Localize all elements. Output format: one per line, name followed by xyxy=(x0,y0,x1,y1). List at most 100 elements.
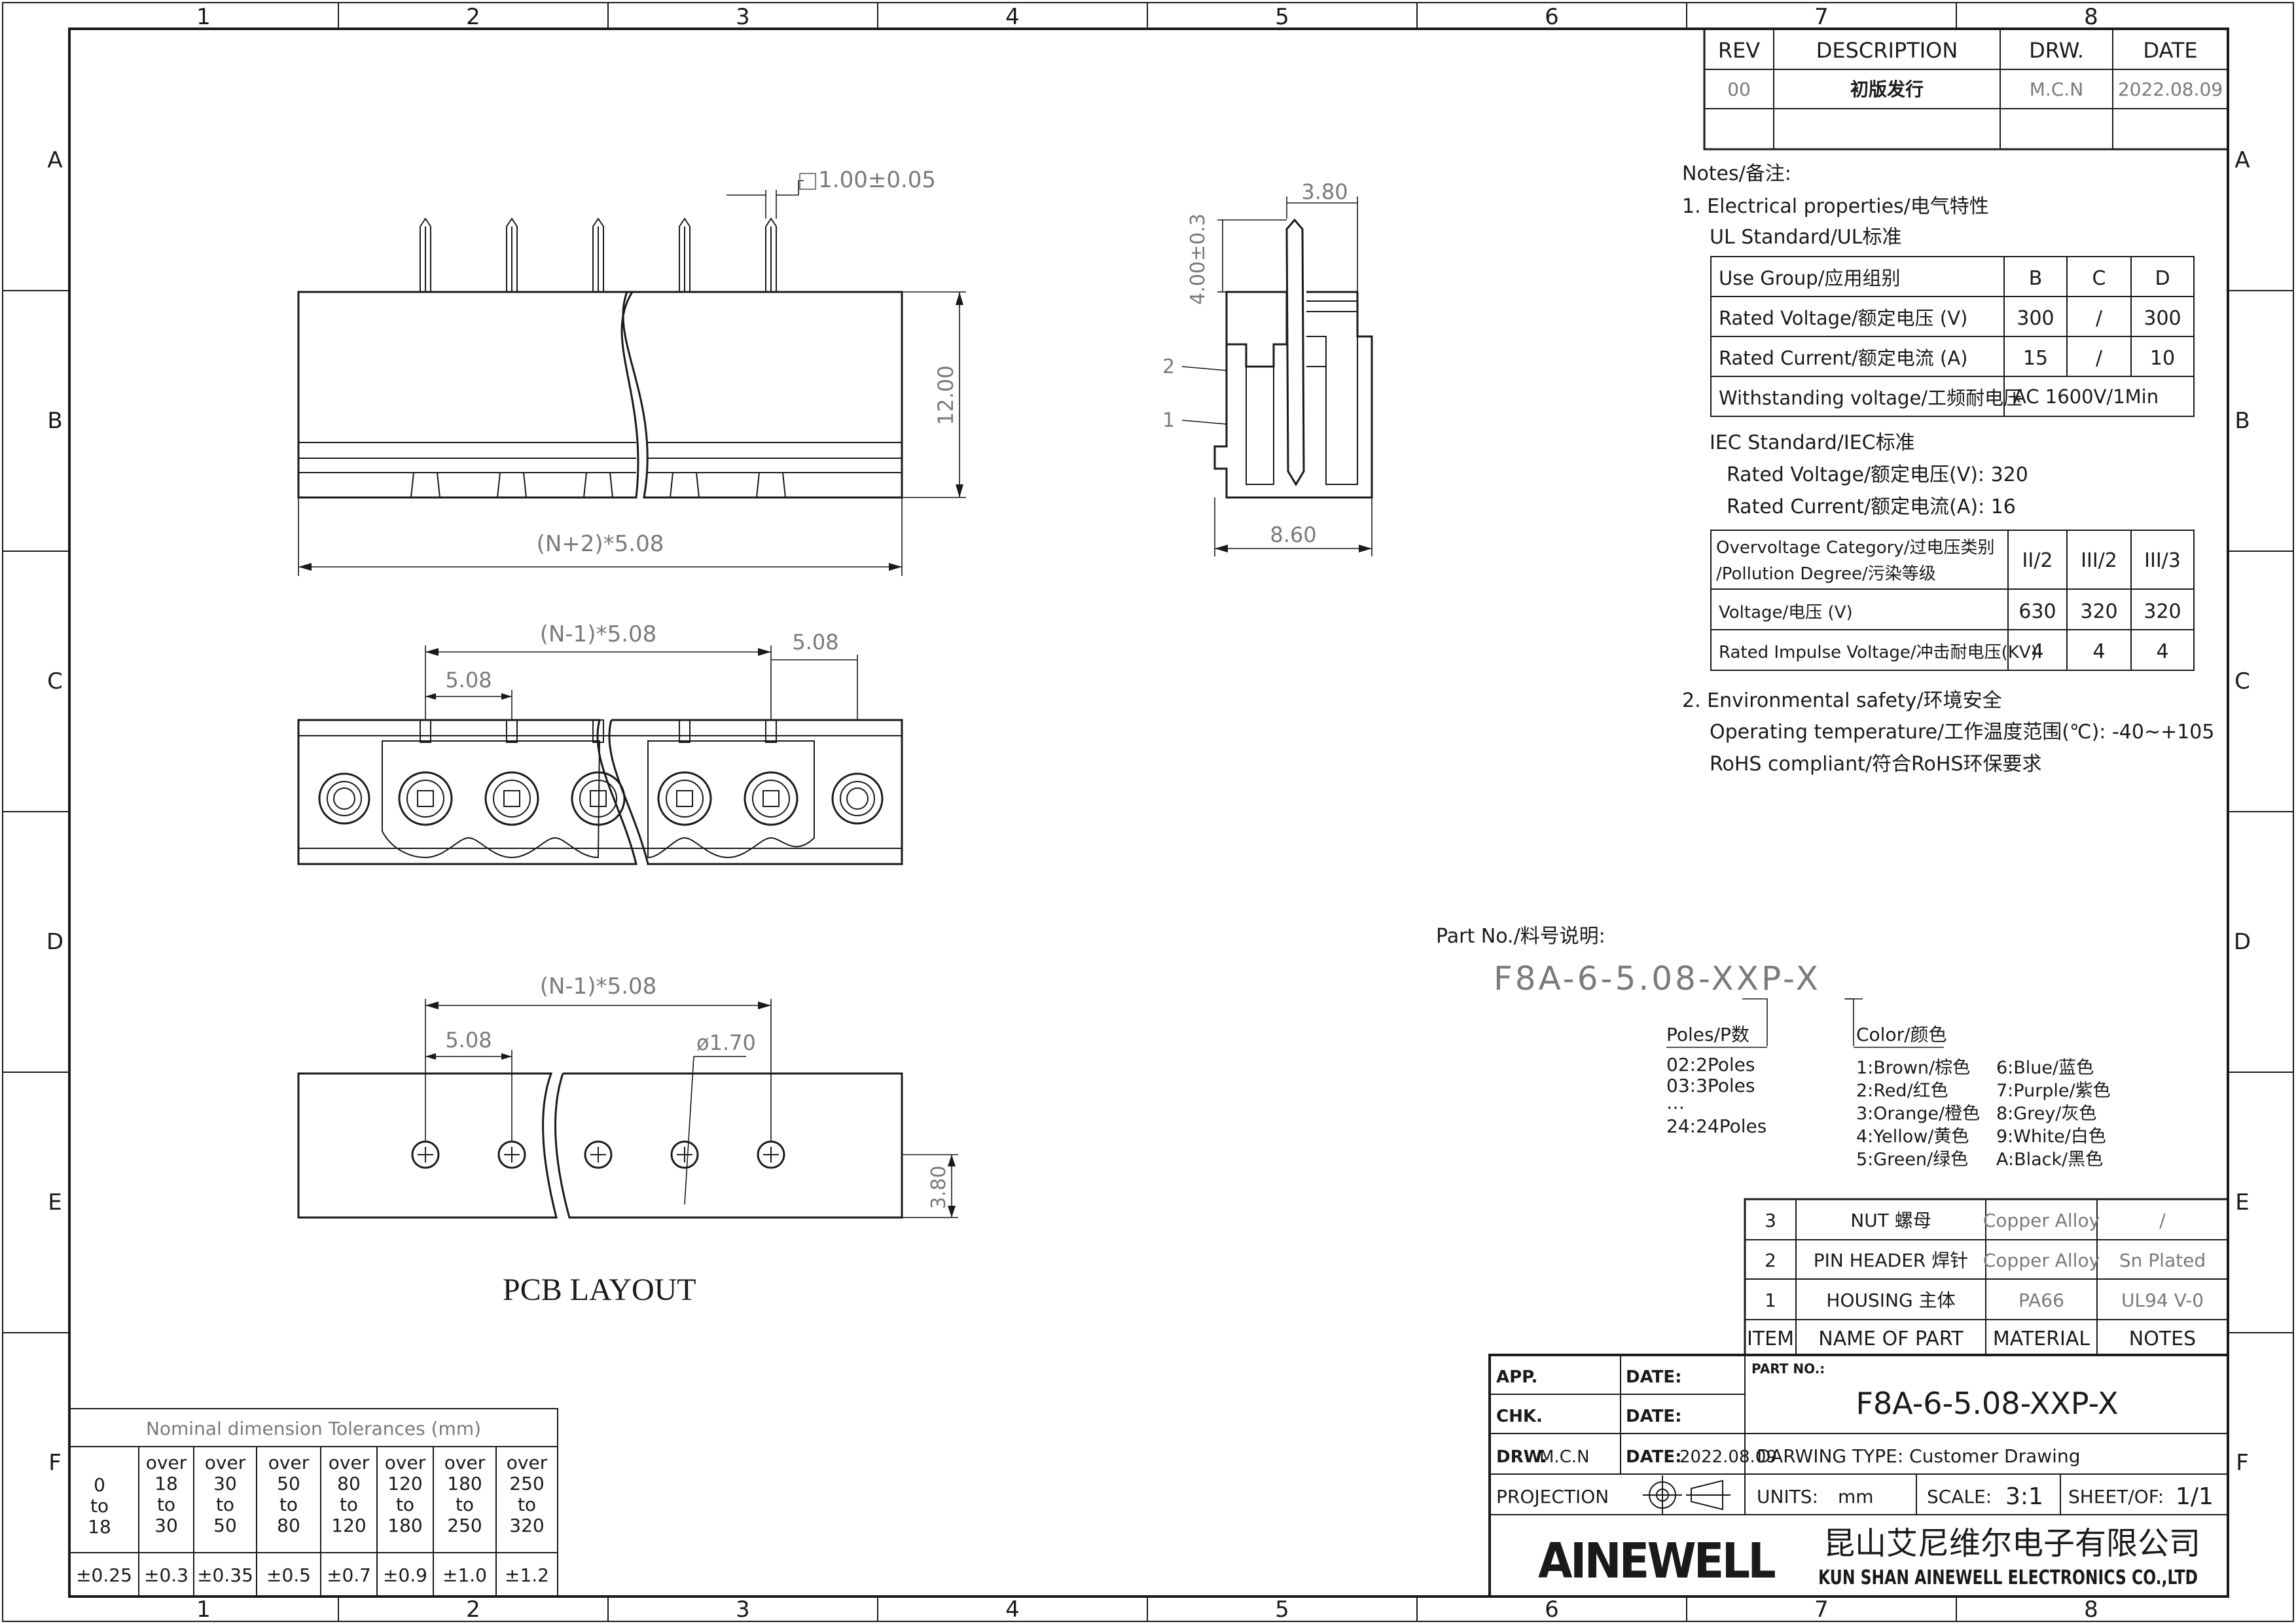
iec-cell: 4 xyxy=(2156,640,2168,663)
col-label: 5 xyxy=(1275,1597,1289,1623)
top-view: (N-1)*5.08 5.08 5.08 xyxy=(297,621,903,865)
tol-value: ±0.9 xyxy=(383,1564,427,1586)
mount-hole-left xyxy=(318,772,370,825)
rev-cell: M.C.N xyxy=(2030,79,2083,100)
col-label: 6 xyxy=(1545,4,1559,30)
ul-cell: 300 xyxy=(2144,307,2181,330)
bom-material: Copper Alloy xyxy=(1983,1210,2100,1231)
dim-side-pin: 4.00±0.3 xyxy=(1187,213,1210,305)
tolerance-table: Nominal dimension Tolerances (mm) 0 to 1… xyxy=(69,1408,558,1597)
tb-part-no-label: PART NO.: xyxy=(1751,1361,1825,1377)
tol-range: 30 xyxy=(213,1473,237,1494)
tol-range: 0 xyxy=(94,1474,105,1496)
dim-side-width: 3.80 xyxy=(1301,179,1348,204)
bom-header: ITEM xyxy=(1747,1327,1794,1350)
tol-range: to xyxy=(279,1494,298,1515)
ul-cell: 15 xyxy=(2023,347,2048,370)
col-label: 8 xyxy=(2084,4,2098,30)
notes-iec-current: Rated Current/额定电流(A): 16 xyxy=(1727,496,2016,518)
notes-env: 2. Environmental safety/环境安全 xyxy=(1682,689,2002,712)
rev-header: DRW. xyxy=(2029,38,2084,63)
logo-text: AINEWELL xyxy=(1538,1533,1776,1589)
tol-value: ±0.35 xyxy=(197,1564,253,1586)
notes-title: Notes/备注: xyxy=(1682,162,1791,185)
tb-app-date: DATE: xyxy=(1626,1367,1682,1387)
tb-sheet-label: SHEET/OF: xyxy=(2068,1486,2164,1507)
color-item: A:Black/黑色 xyxy=(1996,1149,2103,1170)
tol-range: to xyxy=(518,1494,536,1515)
ul-cell: 10 xyxy=(2150,347,2175,370)
row-label: D xyxy=(46,929,63,955)
tol-range: to xyxy=(340,1494,358,1515)
pcb-layout-title: PCB LAYOUT xyxy=(503,1272,696,1307)
notes-section: Notes/备注: 1. Electrical properties/电气特性 … xyxy=(1682,162,2214,776)
tb-sheet: 1/1 xyxy=(2176,1483,2214,1510)
ul-table: Use Group/应用组别 Rated Voltage/额定电压 (V) Ra… xyxy=(1710,256,2195,417)
dim-pcb-span: (N-1)*5.08 xyxy=(540,973,657,1000)
tol-range: over xyxy=(385,1452,426,1473)
rev-cell: 2022.08.09 xyxy=(2118,79,2223,100)
col-label: 1 xyxy=(196,1597,211,1623)
bom-item: 1 xyxy=(1765,1290,1776,1311)
tol-range: 180 xyxy=(387,1515,422,1536)
ul-cell: AC 1600V/1Min xyxy=(2013,386,2159,408)
iec-table: Overvoltage Category/过电压类别 /Pollution De… xyxy=(1710,530,2195,671)
col-label: 2 xyxy=(466,1597,480,1623)
col-label: 8 xyxy=(2084,1597,2098,1623)
bom-notes: UL94 V-0 xyxy=(2121,1290,2204,1311)
tol-range: 18 xyxy=(154,1473,178,1494)
tol-range: 120 xyxy=(331,1515,366,1536)
tol-range: 30 xyxy=(154,1515,178,1536)
color-item: 2:Red/红色 xyxy=(1856,1081,1948,1101)
dim-pin-square: □1.00±0.05 xyxy=(797,167,936,193)
tol-range: over xyxy=(146,1452,187,1473)
rev-header: DATE xyxy=(2143,38,2197,63)
iec-cell: III/2 xyxy=(2081,549,2117,572)
color-item: 8:Grey/灰色 xyxy=(1996,1104,2096,1124)
bom-header: MATERIAL xyxy=(1993,1327,2090,1350)
tb-drw-date-label: DATE: xyxy=(1626,1447,1682,1467)
tb-drw: DRW. xyxy=(1496,1447,1547,1467)
tol-value: ±0.7 xyxy=(327,1564,371,1586)
tolerance-title: Nominal dimension Tolerances (mm) xyxy=(146,1418,481,1439)
tol-range: to xyxy=(456,1494,474,1515)
poles-label: Poles/P数 xyxy=(1666,1024,1749,1045)
bom-header: NAME OF PART xyxy=(1818,1327,1964,1350)
ul-cell: / xyxy=(2096,347,2103,370)
tol-range: 18 xyxy=(88,1516,111,1538)
dim-hole-diameter: ø1.70 xyxy=(696,1030,756,1055)
tol-range: to xyxy=(157,1494,175,1515)
rev-cell: 00 xyxy=(1727,79,1751,100)
tol-range: 180 xyxy=(447,1473,482,1494)
poles-item: 24:24Poles xyxy=(1666,1115,1767,1137)
screw-heads xyxy=(398,771,798,826)
ul-cell: C xyxy=(2092,267,2106,290)
pcb-holes xyxy=(411,1140,785,1169)
col-label: 3 xyxy=(736,4,750,30)
poles-item: … xyxy=(1666,1092,1685,1113)
tb-drw-date: 2022.08.09 xyxy=(1679,1447,1777,1467)
color-item: 1:Brown/棕色 xyxy=(1856,1058,1970,1078)
side-view: 2 1 3.80 4.00±0.3 8.60 xyxy=(1162,179,1373,556)
tol-range: to xyxy=(396,1494,414,1515)
row-label: B xyxy=(47,408,62,434)
tb-units-label: UNITS: xyxy=(1757,1486,1818,1507)
tol-range: 50 xyxy=(213,1515,237,1536)
row-label: F xyxy=(2236,1450,2249,1476)
row-label: D xyxy=(2234,929,2251,955)
col-label: 7 xyxy=(1814,4,1829,30)
iec-cell: 320 xyxy=(2080,600,2117,623)
ul-row-label: Rated Current/额定电流 (A) xyxy=(1719,347,1968,369)
bom-item: 3 xyxy=(1765,1210,1776,1231)
bom-material: Copper Alloy xyxy=(1983,1250,2100,1271)
ul-cell: B xyxy=(2029,267,2043,290)
col-label: 2 xyxy=(466,4,480,30)
ul-row-label: Rated Voltage/额定电压 (V) xyxy=(1719,307,1967,329)
front-view: 12.00 (N+2)*5.08 □1.00±0.05 xyxy=(297,167,966,576)
dim-pitch-right: 5.08 xyxy=(792,630,838,655)
tb-app: APP. xyxy=(1496,1367,1537,1387)
part-number-section: Part No./料号说明: F8A-6-5.08-XXP-X Poles/P数… xyxy=(1436,925,2111,1170)
bom-name: HOUSING 主体 xyxy=(1826,1290,1955,1311)
rev-cell: 初版发行 xyxy=(1850,79,1924,100)
